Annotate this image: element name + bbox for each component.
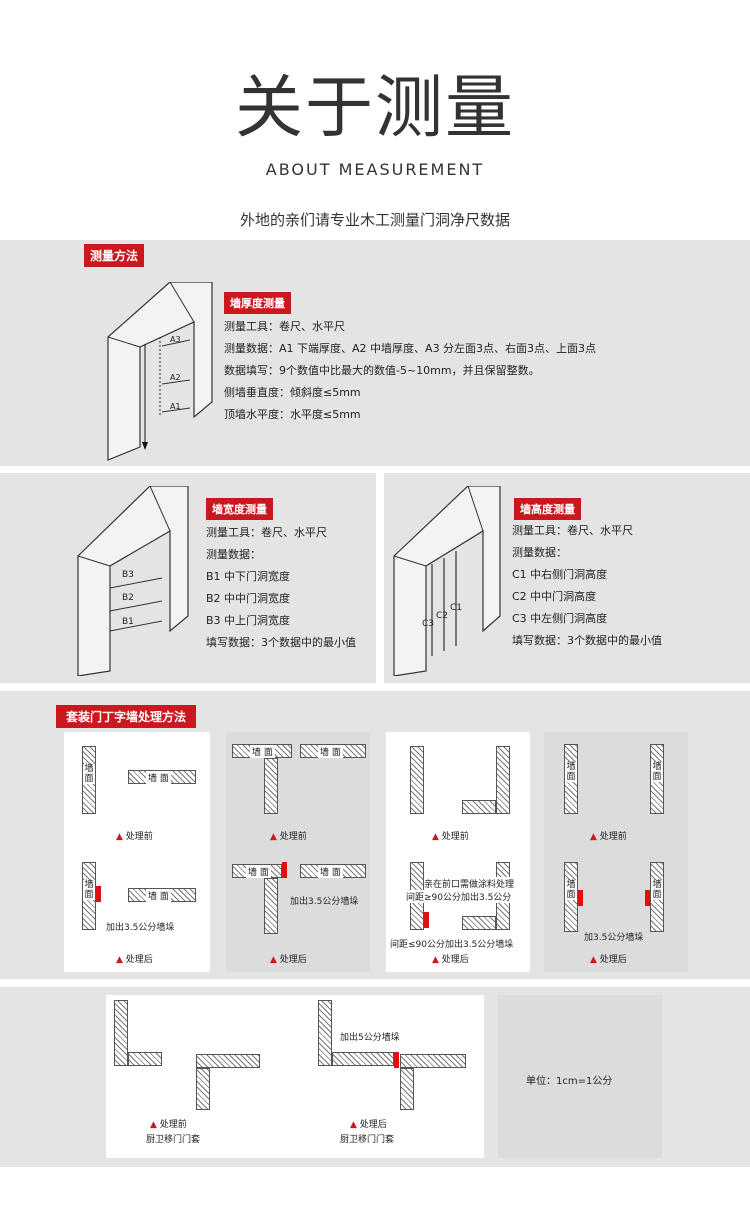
width-line-3: B1 中下门洞宽度: [206, 570, 291, 583]
wall-label: 墙 面: [146, 889, 171, 902]
width-tag: 墙宽度测量: [206, 498, 273, 520]
after-caption: ▲ 处理后: [350, 1120, 387, 1130]
front-note-2: 间距≥90公分加出3.5公分: [406, 890, 512, 903]
sliding-door-card: [106, 995, 484, 1158]
wall-block: [264, 878, 278, 934]
wall-label: 墙 面: [318, 745, 343, 758]
after-caption: ▲ 处理后: [116, 955, 153, 965]
diagram-label-c3: C3: [422, 619, 434, 629]
diagram-label-a3: A3: [170, 335, 181, 344]
height-line-6: 填写数据：3个数据中的最小值: [512, 634, 662, 647]
wall-block: [128, 1052, 162, 1066]
wall-block: [196, 1068, 210, 1110]
front-note-3: 间距≤90公分加出3.5公分墙垛: [390, 937, 514, 950]
page-title-english: ABOUT MEASUREMENT: [265, 160, 485, 179]
thickness-line-1: 测量工具：卷尺、水平尺: [224, 320, 345, 333]
diagram-label-b2: B2: [122, 593, 134, 603]
after-subcaption: 厨卫移门门套: [340, 1135, 395, 1145]
wall-label: 墙面: [565, 880, 577, 900]
wall-block: [318, 1000, 332, 1066]
wall-block: [400, 1054, 466, 1068]
door-frame-height-diagram: C3 C2 C1: [393, 486, 501, 676]
height-tag: 墙高度测量: [514, 498, 581, 520]
width-line-6: 填写数据：3个数据中的最小值: [206, 636, 356, 649]
after-caption: ▲ 处理后: [270, 955, 307, 965]
height-line-3: C1 中右侧门洞高度: [512, 568, 608, 581]
added-wall-stub: [394, 1052, 399, 1068]
width-line-4: B2 中中门洞宽度: [206, 592, 291, 605]
wall-block: [496, 746, 510, 814]
height-line-2: 测量数据：: [512, 546, 567, 559]
thickness-info: 测量工具：卷尺、水平尺 测量数据：A1 下端厚度、A2 中墙厚度、A3 分左面3…: [224, 316, 596, 426]
width-line-2: 测量数据：: [206, 548, 261, 561]
added-wall-stub: [96, 886, 101, 902]
add-note: 加3.5公分墙垛: [584, 933, 644, 943]
method-ribbon: 测量方法: [84, 244, 145, 267]
added-wall-stub: [578, 890, 583, 906]
thickness-tag: 墙厚度测量: [224, 292, 291, 314]
added-wall-stub: [282, 862, 287, 878]
front-note-1: 亲在前口需做涂料处理: [424, 877, 515, 890]
unit-card: [498, 995, 662, 1158]
add-note: 加出5公分墙垛: [340, 1033, 400, 1043]
t-wall-ribbon: 套装门丁字墙处理方法: [56, 705, 197, 728]
wall-label: 墙 面: [246, 865, 271, 878]
wall-label: 墙 面: [250, 745, 275, 758]
wall-label: 墙面: [83, 764, 95, 784]
wall-label: 墙面: [651, 880, 663, 900]
width-line-1: 测量工具：卷尺、水平尺: [206, 526, 327, 539]
page-subtitle: 外地的亲们请专业木工测量门洞净尺数据: [239, 211, 510, 229]
unit-note: 单位：1cm=1公分: [526, 1076, 613, 1087]
diagram-label-b1: B1: [122, 617, 134, 627]
wall-label: 墙 面: [146, 771, 171, 784]
wall-block: [114, 1000, 128, 1066]
diagram-label-a1: A1: [170, 402, 181, 411]
wall-block: [410, 746, 424, 814]
added-wall-stub: [424, 912, 429, 928]
height-line-1: 测量工具：卷尺、水平尺: [512, 524, 633, 537]
wall-block: [400, 1068, 414, 1110]
door-frame-thickness-diagram: A3 A2 A1: [107, 282, 213, 461]
wall-block: [332, 1052, 394, 1066]
before-caption: ▲ 处理前: [116, 832, 153, 842]
thickness-line-3: 数据填写：9个数值中比最大的数值-5~10mm，并且保留整数。: [224, 364, 540, 377]
wall-label: 墙面: [83, 880, 95, 900]
height-line-4: C2 中中门洞高度: [512, 590, 597, 603]
diagram-label-c2: C2: [436, 611, 448, 621]
height-info: 测量工具：卷尺、水平尺 测量数据： C1 中右侧门洞高度 C2 中中门洞高度 C…: [512, 520, 662, 652]
diagram-label-c1: C1: [450, 603, 462, 613]
wall-block: [462, 916, 496, 930]
width-info: 测量工具：卷尺、水平尺 测量数据： B1 中下门洞宽度 B2 中中门洞宽度 B3…: [206, 522, 356, 654]
t-wall-card-2: [226, 732, 370, 972]
added-wall-stub: [645, 890, 650, 906]
thickness-line-4: 侧墙垂直度：倾斜度≤5mm: [224, 386, 361, 399]
door-frame-width-diagram: B3 B2 B1: [77, 486, 189, 676]
add-note: 加出3.5公分墙垛: [290, 897, 359, 907]
thickness-line-2: 测量数据：A1 下端厚度、A2 中墙厚度、A3 分左面3点、右面3点、上面3点: [224, 342, 597, 355]
before-caption: ▲ 处理前: [270, 832, 307, 842]
height-line-5: C3 中左侧门洞高度: [512, 612, 608, 625]
diagram-label-b3: B3: [122, 570, 134, 580]
wall-block: [462, 800, 496, 814]
add-note: 加出3.5公分墙垛: [106, 923, 175, 933]
before-subcaption: 厨卫移门门套: [146, 1135, 201, 1145]
after-caption: ▲ 处理后: [590, 955, 627, 965]
width-line-5: B3 中上门洞宽度: [206, 614, 291, 627]
after-caption: ▲ 处理后: [432, 955, 469, 965]
wall-block: [264, 758, 278, 814]
diagram-label-a2: A2: [170, 373, 181, 382]
page-title: 关于测量: [234, 69, 515, 148]
before-caption: ▲ 处理前: [432, 832, 469, 842]
wall-label: 墙 面: [318, 865, 343, 878]
before-caption: ▲ 处理前: [150, 1120, 187, 1130]
before-caption: ▲ 处理前: [590, 832, 627, 842]
thickness-line-5: 顶墙水平度：水平度≤5mm: [224, 408, 361, 421]
wall-label: 墙面: [565, 762, 577, 782]
wall-block: [196, 1054, 260, 1068]
wall-label: 墙面: [651, 762, 663, 782]
